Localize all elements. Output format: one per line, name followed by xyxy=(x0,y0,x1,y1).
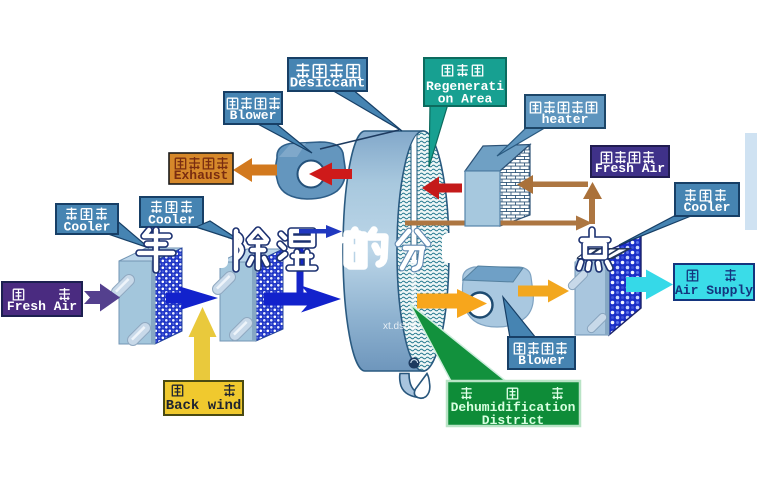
svg-text:on Area: on Area xyxy=(438,92,493,107)
svg-text:Cooler: Cooler xyxy=(684,200,731,215)
svg-text:Back wind: Back wind xyxy=(166,398,242,414)
svg-text:Fresh Air: Fresh Air xyxy=(7,299,77,314)
svg-text:Regenerati: Regenerati xyxy=(426,79,504,94)
svg-text:Dehumidification: Dehumidification xyxy=(451,400,576,415)
svg-text:Cooler: Cooler xyxy=(64,220,111,235)
svg-text:Cooler: Cooler xyxy=(148,213,195,228)
svg-text:xt.dshu.cn: xt.dshu.cn xyxy=(383,321,429,332)
svg-text:Desiccant: Desiccant xyxy=(290,76,366,92)
svg-text:Air Supply: Air Supply xyxy=(675,283,753,298)
svg-text:District: District xyxy=(482,413,544,428)
svg-text:Blower: Blower xyxy=(518,353,565,368)
svg-text:Blower: Blower xyxy=(230,108,277,123)
svg-text:Exhaust: Exhaust xyxy=(174,168,229,183)
svg-text:heater: heater xyxy=(542,112,589,127)
svg-text:Fresh Air: Fresh Air xyxy=(595,161,665,176)
